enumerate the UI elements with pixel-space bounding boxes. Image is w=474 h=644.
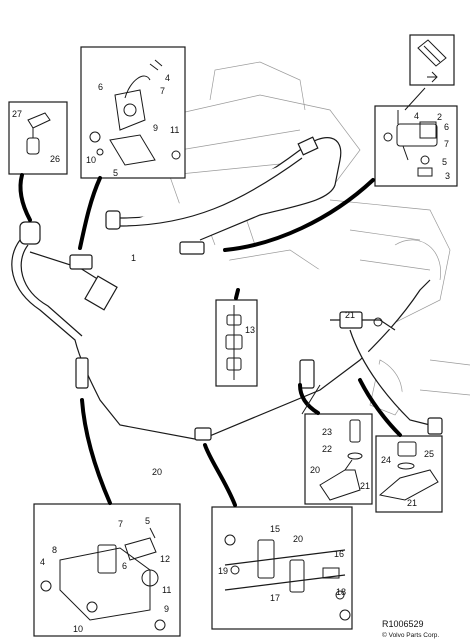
callout-main-20: 20 [152,467,162,477]
callout-26: 26 [50,154,60,164]
detail-box-top-middle [80,46,186,179]
callout-23: 23 [322,427,332,437]
callout-numbers: 1 20 21 27 26 4 6 7 9 11 10 5 4 2 6 7 5 … [12,73,450,634]
callout-25: 25 [424,449,434,459]
detail-box-top-left [8,101,68,175]
hose-1-upper [105,136,342,255]
detail-box-bottom-middle [211,506,353,630]
callout-5: 5 [113,168,118,178]
callout-7: 7 [160,86,165,96]
reference-code: R1006529 [382,619,424,629]
callout-4c: 4 [40,557,45,567]
callout-3: 3 [445,171,450,181]
callout-20b: 20 [310,465,320,475]
callout-6: 6 [98,82,103,92]
callout-9: 9 [153,123,158,133]
callout-7c: 7 [118,519,123,529]
callout-main-1: 1 [131,253,136,263]
callout-6b: 6 [444,122,449,132]
callout-12: 12 [160,554,170,564]
direction-indicator-box [409,34,455,86]
callout-4: 4 [165,73,170,83]
callout-main-21: 21 [345,310,355,320]
callout-15: 15 [270,524,280,534]
copyright-notice: © Volvo Parts Corp. [382,631,439,639]
callout-9b: 9 [164,604,169,614]
callout-6c: 6 [122,561,127,571]
detail-box-lower-right [375,435,443,513]
callout-18: 18 [336,587,346,597]
callout-10b: 10 [73,624,83,634]
callout-8: 8 [52,545,57,555]
callout-24: 24 [381,455,391,465]
callout-22: 22 [322,444,332,454]
callout-19: 19 [218,566,228,576]
callout-17: 17 [270,593,280,603]
callout-10: 10 [86,155,96,165]
callout-2: 2 [437,112,442,122]
callout-5c: 5 [145,516,150,526]
callout-27: 27 [12,109,22,119]
callout-13: 13 [245,325,255,335]
detail-box-middle [215,299,258,387]
callout-5b: 5 [442,157,447,167]
callout-20c: 20 [293,534,303,544]
callout-16: 16 [334,549,344,559]
callout-21c: 21 [407,498,417,508]
callout-11: 11 [170,125,179,135]
detail-box-bottom-left [33,503,181,637]
detail-box-lower-middle [304,413,373,505]
callout-21b: 21 [360,481,370,491]
detail-box-top-right [374,105,458,187]
callout-4b: 4 [414,111,419,121]
callout-arrows [18,87,426,507]
callout-11b: 11 [162,585,171,595]
callout-7b: 7 [444,139,449,149]
